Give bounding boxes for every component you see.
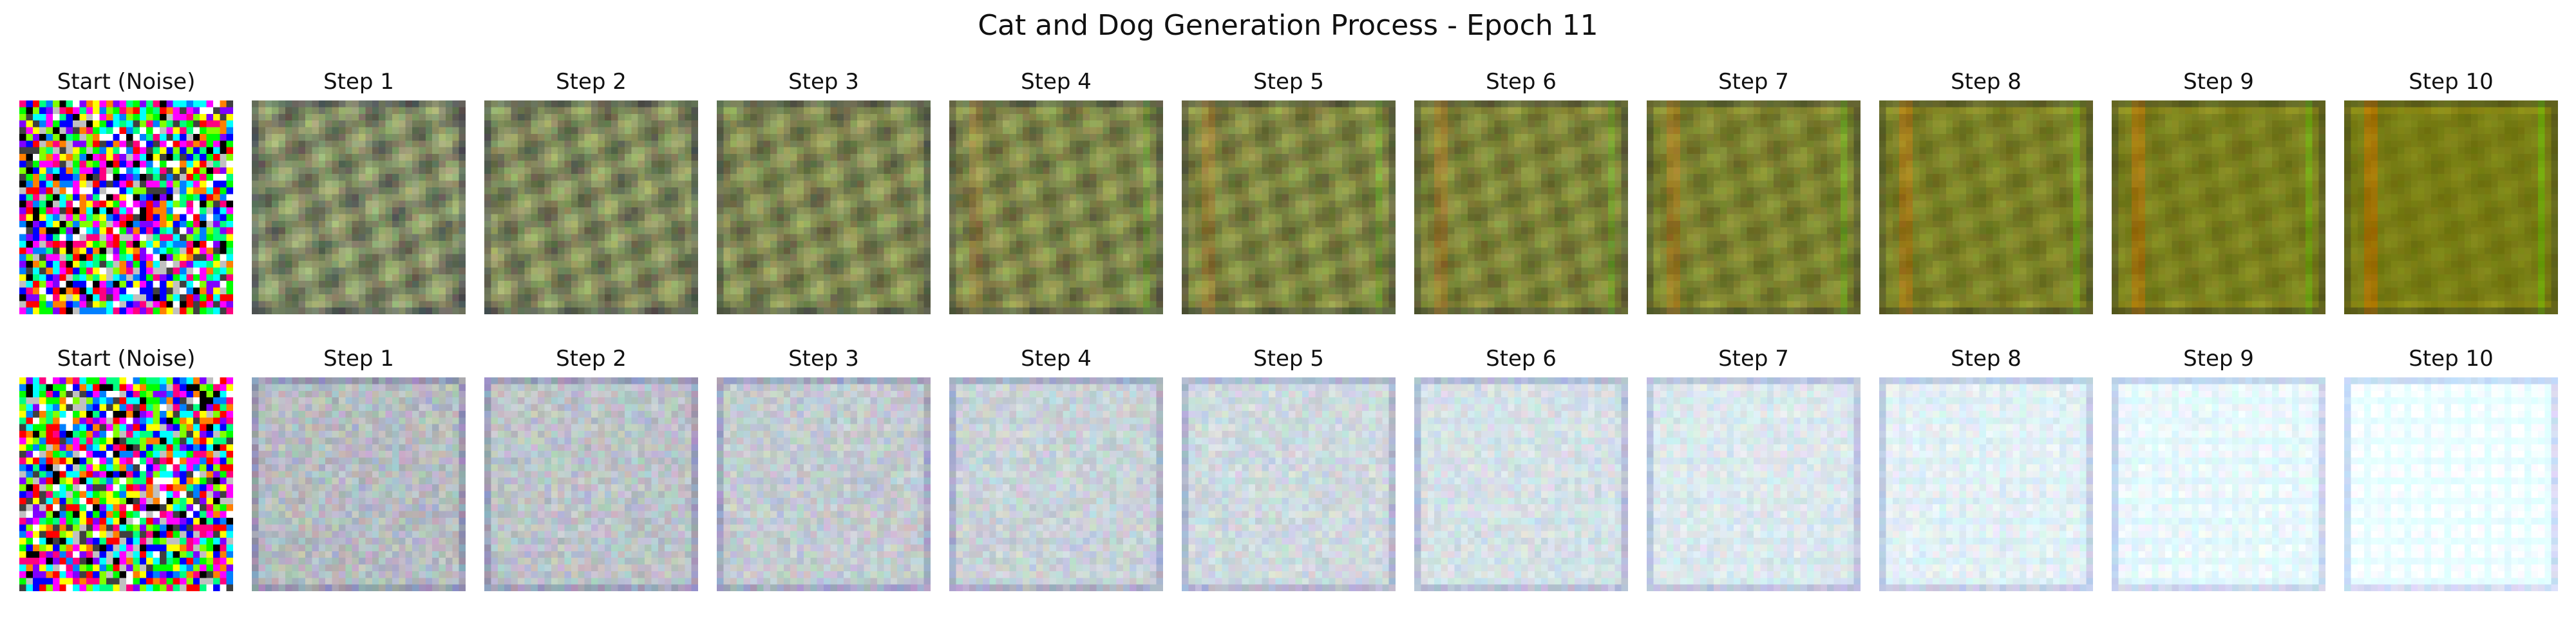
panel-title: Step 5 xyxy=(1253,346,1324,372)
panel-title: Step 1 xyxy=(323,69,394,95)
figure-title: Cat and Dog Generation Process - Epoch 1… xyxy=(978,9,1598,42)
generated-image xyxy=(1879,377,2093,591)
generated-image xyxy=(949,100,1163,314)
panel-title: Step 7 xyxy=(1718,69,1789,95)
generated-image xyxy=(1182,100,1396,314)
generated-image xyxy=(2112,377,2325,591)
panel-title: Step 9 xyxy=(2183,69,2254,95)
generated-image xyxy=(1647,100,1861,314)
panel-title: Step 10 xyxy=(2409,69,2494,95)
panel-title: Step 3 xyxy=(788,69,859,95)
panel-title: Step 4 xyxy=(1021,346,1092,372)
panel-title: Step 5 xyxy=(1253,69,1324,95)
panel-title: Step 2 xyxy=(556,346,627,372)
panel-title: Step 4 xyxy=(1021,69,1092,95)
generated-image xyxy=(2344,100,2558,314)
panel-title: Step 6 xyxy=(1486,346,1557,372)
panel-title: Step 1 xyxy=(323,346,394,372)
panel-title: Step 9 xyxy=(2183,346,2254,372)
panel-title: Step 6 xyxy=(1486,69,1557,95)
generated-image xyxy=(484,377,698,591)
noise-image xyxy=(19,100,233,314)
generation-row-2: Start (Noise) Step 1 Step 2 Step 3 Step … xyxy=(19,344,2563,591)
generated-image xyxy=(717,377,931,591)
panel-title: Step 8 xyxy=(1951,346,2022,372)
generated-image xyxy=(717,100,931,314)
generated-image xyxy=(1647,377,1861,591)
generated-image xyxy=(252,100,466,314)
panel-title: Step 3 xyxy=(788,346,859,372)
panel-title: Step 7 xyxy=(1718,346,1789,372)
generated-image xyxy=(2112,100,2325,314)
generated-image xyxy=(2344,377,2558,591)
panel-title: Step 8 xyxy=(1951,69,2022,95)
generated-image xyxy=(1414,377,1628,591)
noise-image xyxy=(19,377,233,591)
generated-image xyxy=(484,100,698,314)
generated-image xyxy=(1879,100,2093,314)
panel-title: Step 2 xyxy=(556,69,627,95)
panel-title: Step 10 xyxy=(2409,346,2494,372)
panel-title: Start (Noise) xyxy=(57,69,196,95)
generated-image xyxy=(949,377,1163,591)
panel-title: Start (Noise) xyxy=(57,346,196,372)
generated-image xyxy=(1182,377,1396,591)
generated-image xyxy=(1414,100,1628,314)
generation-row-1: Start (Noise) Step 1 Step 2 Step 3 Step … xyxy=(19,67,2563,314)
generated-image xyxy=(252,377,466,591)
